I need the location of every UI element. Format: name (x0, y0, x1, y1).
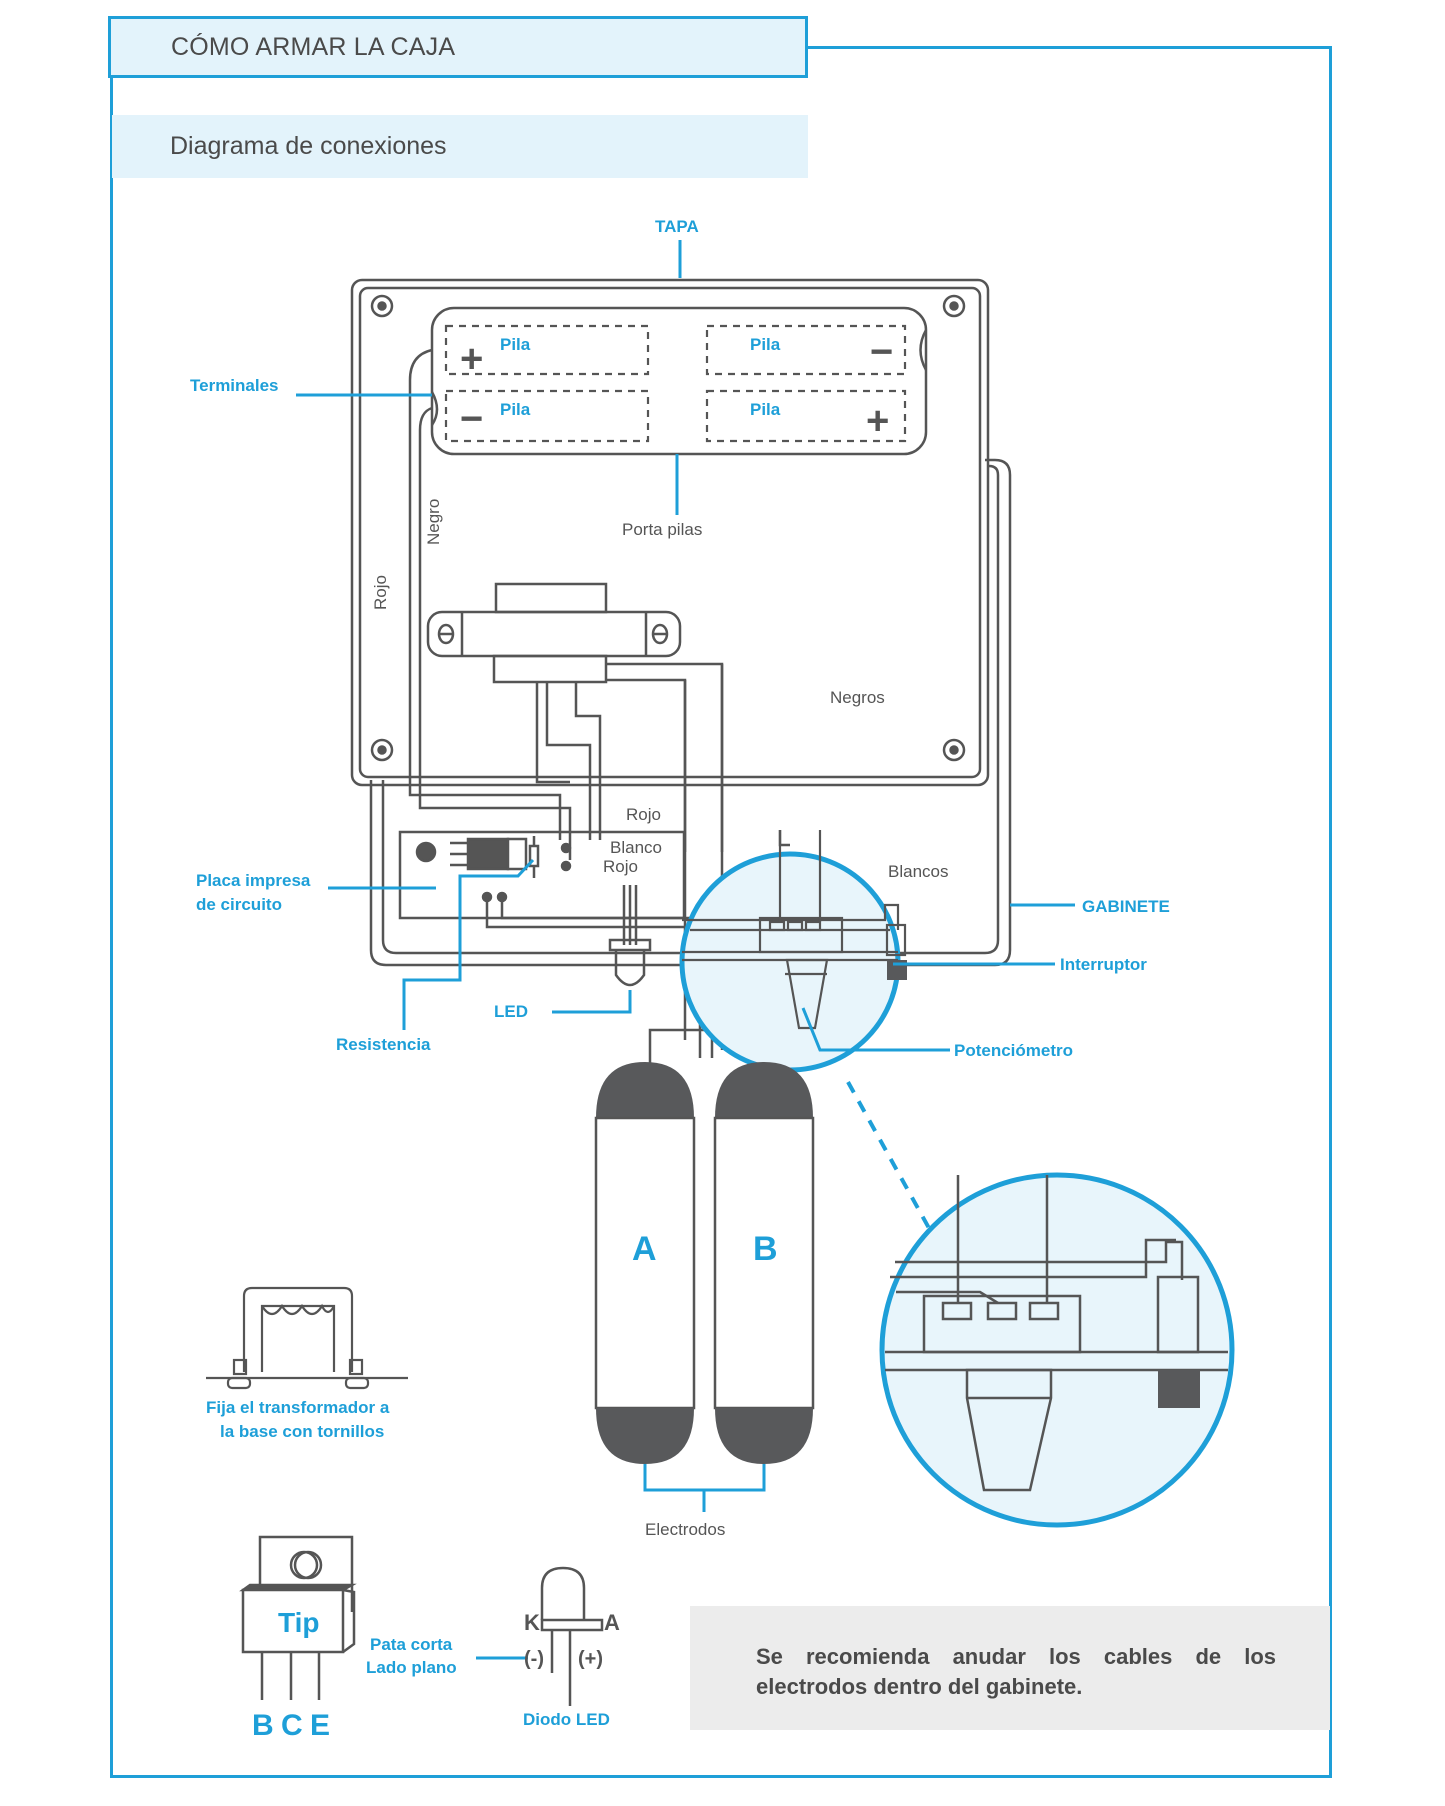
label-k: K (524, 1610, 540, 1635)
recommendation-note: Se recomienda anudar los cables de los e… (690, 1606, 1330, 1730)
section-title-box: CÓMO ARMAR LA CAJA (108, 16, 808, 78)
detail-connector (846, 1081, 932, 1231)
section-title: CÓMO ARMAR LA CAJA (171, 33, 456, 61)
led-component (608, 938, 652, 987)
minus-icon: − (460, 397, 483, 441)
battery-slots (444, 324, 907, 443)
diodo-led (540, 1566, 604, 1706)
label-pila-4: Pila (750, 400, 781, 419)
label-blanco: Blanco (610, 838, 662, 857)
label-minus: (-) (524, 1648, 544, 1670)
label-pila-1: Pila (500, 335, 531, 354)
page-frame (110, 48, 1332, 1778)
label-pata-corta: Pata corta (370, 1635, 453, 1654)
label-electrode-b: B (753, 1230, 778, 1268)
label-tapa: TAPA (655, 217, 699, 236)
label-pin-b: B (252, 1709, 274, 1742)
label-placa-line1: Placa impresa (196, 871, 311, 890)
note-text: Se recomienda anudar los cables de los e… (756, 1644, 1276, 1699)
tapa-lid (350, 278, 990, 787)
detail-circle-large (879, 1172, 1235, 1528)
label-pin-c: C (281, 1709, 303, 1742)
label-rojo-bottom: Rojo (603, 857, 638, 876)
page-frame-top (808, 46, 1332, 49)
label-lado-plano: Lado plano (366, 1658, 457, 1677)
subtitle-box: Diagrama de conexiones (112, 115, 808, 178)
label-resistencia: Resistencia (336, 1035, 431, 1054)
gabinete-cabinet (369, 458, 1012, 967)
label-terminales: Terminales (190, 376, 279, 395)
label-electrode-a: A (632, 1230, 657, 1268)
screw-icons (370, 294, 966, 762)
label-transformer-line1: Fija el transformador a (206, 1398, 390, 1417)
label-gabinete: GABINETE (1082, 897, 1170, 916)
detail-circle-small (679, 830, 907, 1073)
label-placa-line2: de circuito (196, 895, 282, 914)
transformer-side-view (206, 1286, 408, 1390)
electrode-b (713, 1062, 815, 1464)
label-pila-2: Pila (750, 335, 781, 354)
wire-rojo-negro (408, 348, 572, 860)
label-negro-wire: Negro (424, 499, 443, 545)
tip-transistor (239, 1535, 357, 1700)
label-electrodos: Electrodos (645, 1520, 725, 1539)
minus-icon: − (870, 330, 893, 374)
label-interruptor: Interruptor (1060, 955, 1147, 974)
label-transformer-line2: la base con tornillos (220, 1422, 384, 1441)
label-led: LED (494, 1002, 528, 1021)
electrode-a (594, 1062, 696, 1464)
label-rojo-wire: Rojo (371, 575, 390, 610)
label-porta-pilas: Porta pilas (622, 520, 702, 539)
plus-icon: + (460, 337, 483, 381)
section-subtitle: Diagrama de conexiones (170, 132, 447, 160)
placa-impresa-pcb (398, 830, 700, 945)
label-negros: Negros (830, 688, 885, 707)
plus-icon: + (866, 399, 889, 443)
porta-pilas-holder (430, 306, 928, 456)
label-tip: Tip (278, 1607, 319, 1638)
label-pin-e: E (310, 1709, 330, 1742)
label-a-anode: A (604, 1610, 620, 1635)
label-blancos: Blancos (888, 862, 948, 881)
label-rojo-top: Rojo (626, 805, 661, 824)
label-pila-3: Pila (500, 400, 531, 419)
label-plus: (+) (578, 1648, 603, 1670)
leader-lines (296, 240, 1075, 1660)
transformer (426, 582, 682, 684)
label-potenciometro: Potenciómetro (954, 1041, 1073, 1060)
label-diodo-led: Diodo LED (523, 1710, 610, 1729)
